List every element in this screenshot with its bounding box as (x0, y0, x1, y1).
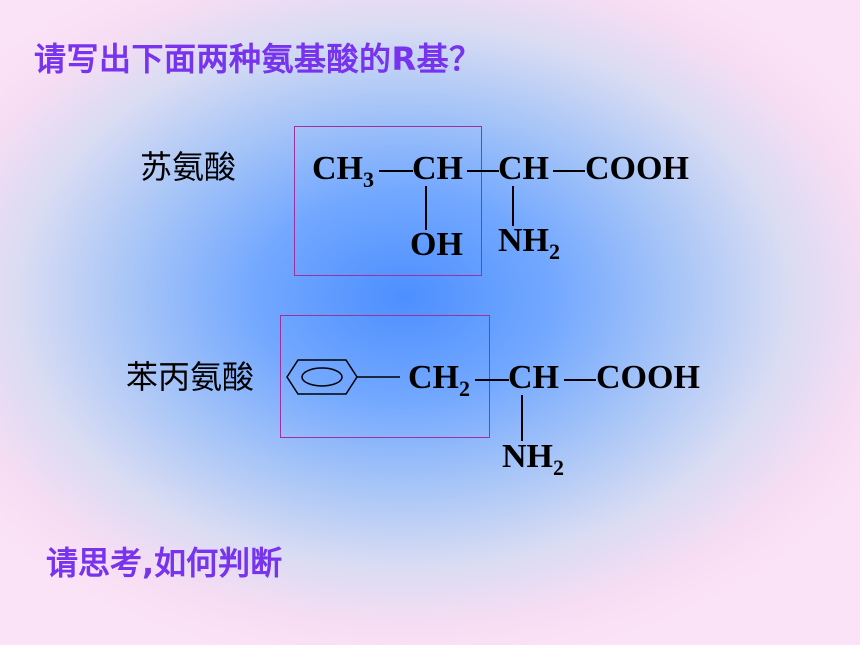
bond-ch3-ch (379, 170, 413, 172)
threonine-r-group-box (294, 126, 482, 276)
bond-ch-nh2 (521, 395, 523, 441)
bond-ch-cooh (564, 379, 596, 381)
bond-ch-cooh (553, 170, 585, 172)
threonine-ch-side: CH (412, 150, 463, 187)
threonine-ch-alpha: CH (498, 150, 549, 187)
thinking-prompt: 请思考,如何判断 (46, 544, 283, 582)
phenylalanine-ch2: CH2 (408, 359, 470, 401)
threonine-cooh: COOH (585, 150, 689, 187)
bond-ch-ch (467, 170, 499, 172)
phenylalanine-name: 苯丙氨酸 (126, 358, 255, 396)
slide-title: 请写出下面两种氨基酸的R基？ (34, 40, 482, 78)
phenylalanine-nh2: NH2 (502, 438, 564, 480)
threonine-nh2: NH2 (498, 222, 560, 264)
benzene-ring-icon (286, 359, 400, 395)
phenylalanine-cooh: COOH (596, 359, 700, 396)
bond-ch-nh2 (512, 186, 514, 226)
bond-ch-oh (425, 186, 427, 230)
phenylalanine-r-group-box (280, 315, 490, 438)
threonine-name: 苏氨酸 (140, 148, 237, 186)
phenylalanine-ch-alpha: CH (508, 359, 559, 396)
bond-ch2-ch (475, 379, 509, 381)
threonine-ch3: CH3 (312, 150, 374, 192)
threonine-oh: OH (410, 226, 463, 263)
